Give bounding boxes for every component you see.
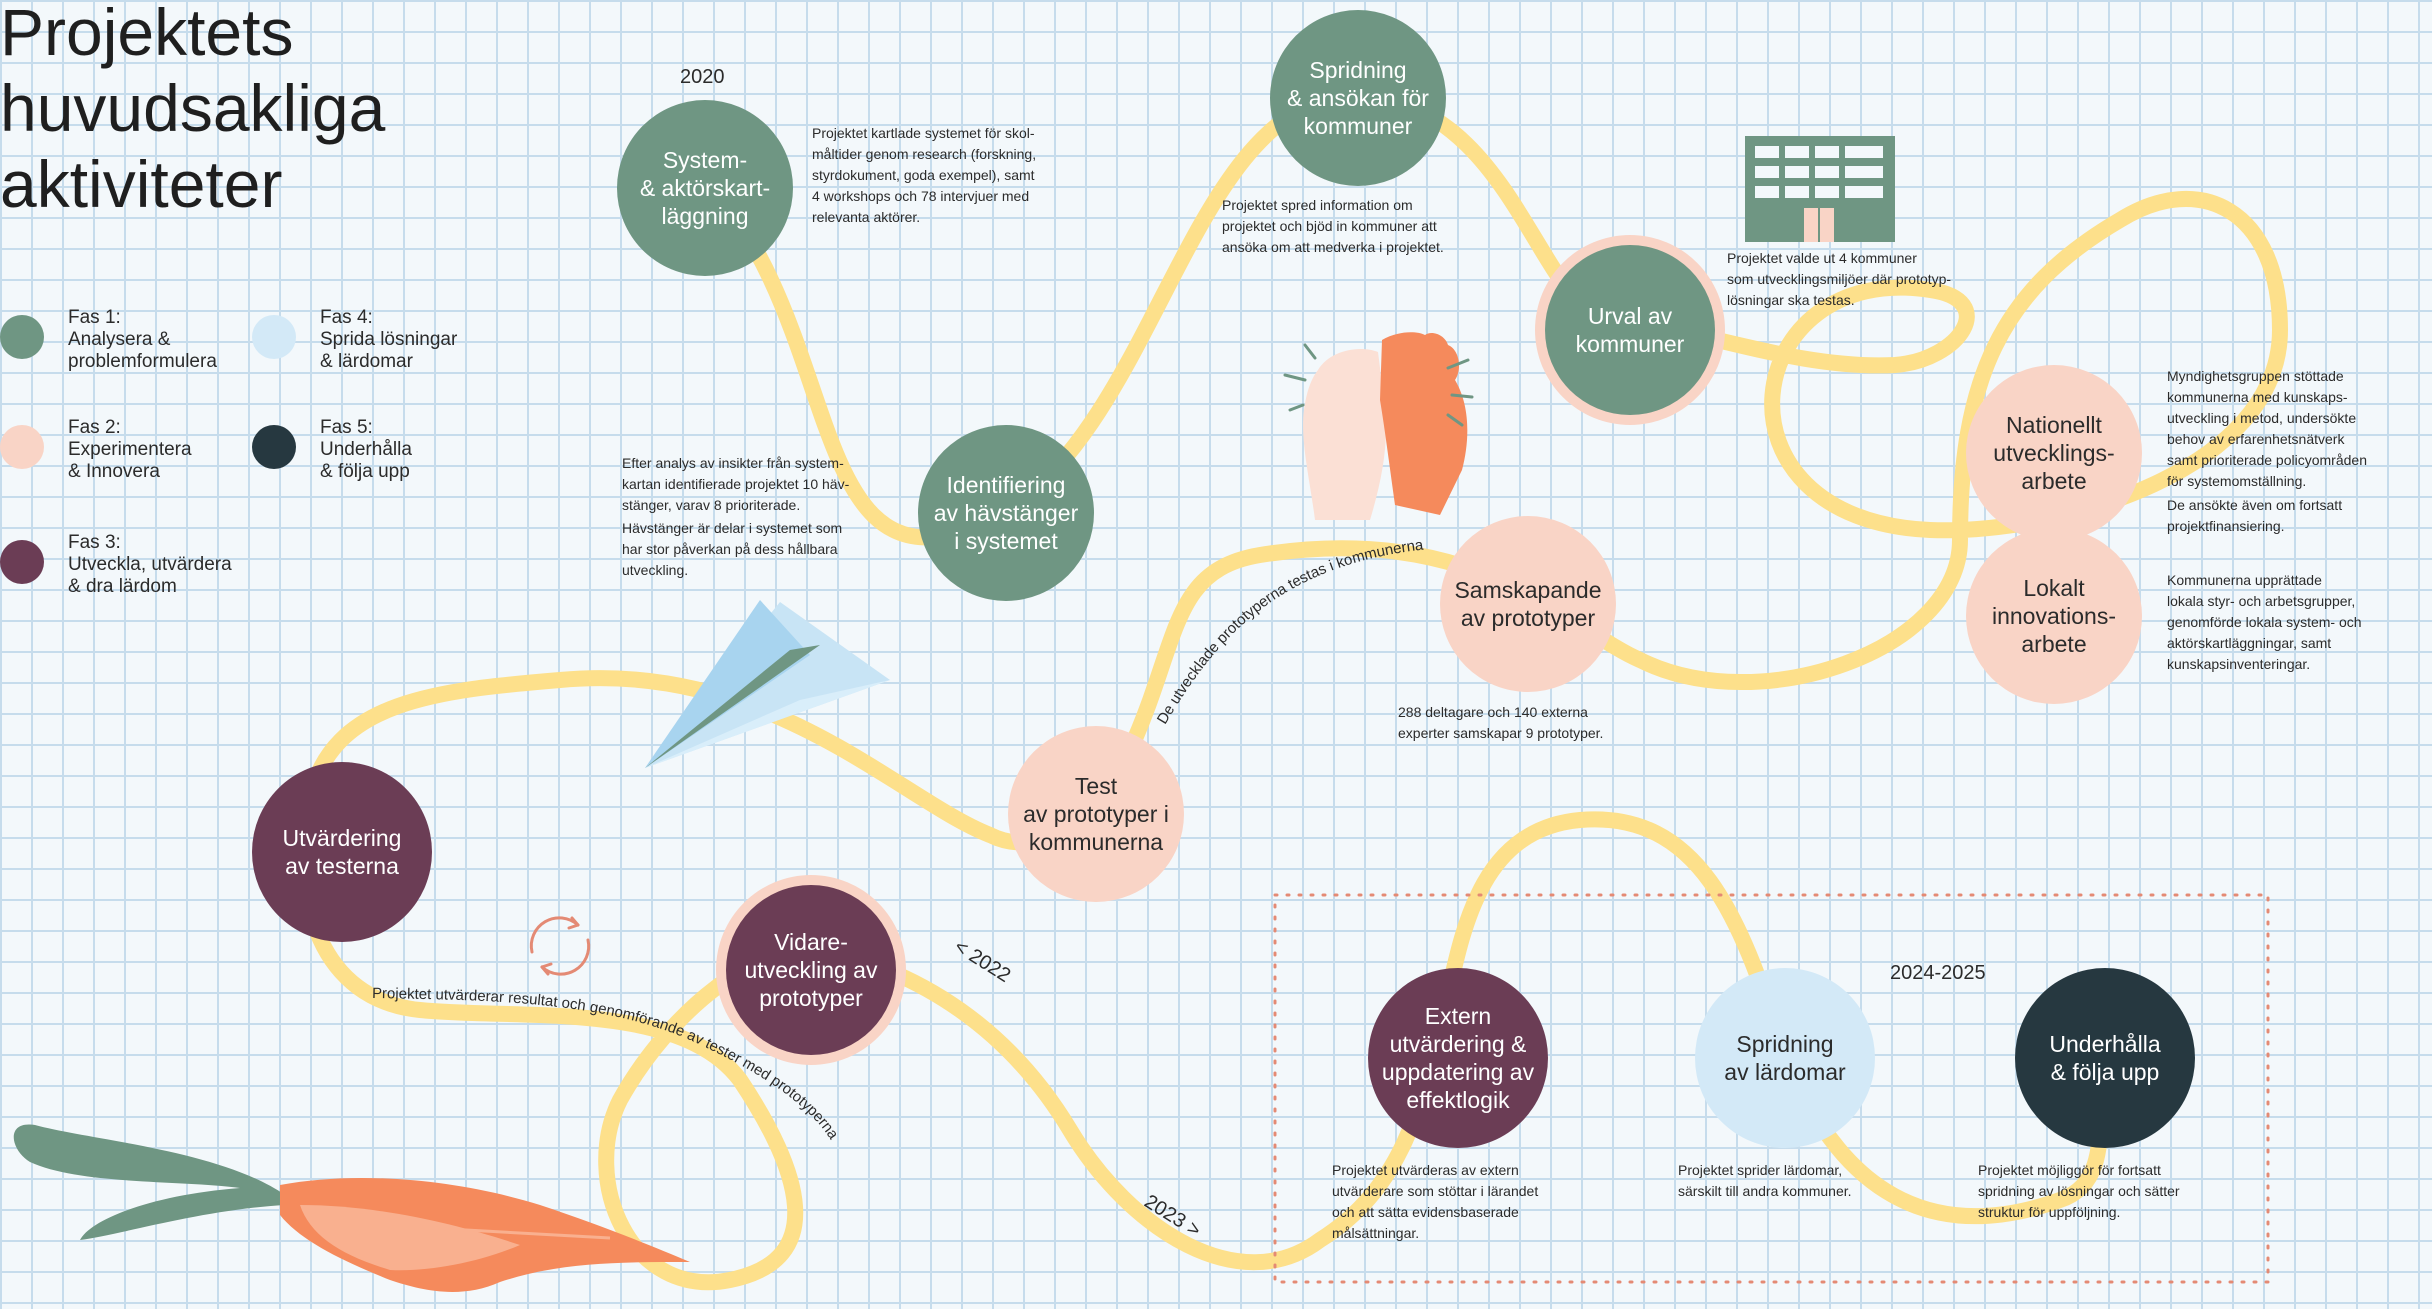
node-label: Lokalt innovations- arbete <box>1991 575 2117 657</box>
refresh-icon <box>529 916 591 976</box>
year-2024-2025: 2024-2025 <box>1890 962 1986 984</box>
node-label: Extern utvärdering & uppdatering av effe… <box>1381 1003 1535 1113</box>
node-label: Nationellt utvecklings- arbete <box>1993 412 2115 494</box>
building-icon <box>1745 136 1895 242</box>
year-2022: < 2022 <box>950 936 1014 987</box>
legend-label-phase-3: Fas 3: Utveckla, utvärdera & dra lärdom <box>68 532 232 597</box>
legend-label-phase-2: Fas 2: Experimentera & Innovera <box>68 417 192 482</box>
legend-item-phase-1: Fas 1: Analysera & problemformulera <box>0 307 217 373</box>
node-leverage-points: Identifiering av hävstänger i systemet <box>918 425 1094 601</box>
node-label: Spridning av lärdomar <box>1724 1031 1846 1085</box>
legend-item-phase-2: Fas 2: Experimentera & Innovera <box>0 417 192 483</box>
node-label: Vidare- utveckling av prototyper <box>744 929 878 1011</box>
year-2020: 2020 <box>680 66 725 88</box>
node-label: Samskapande av prototyper <box>1454 577 1602 631</box>
legend-swatch-phase-3 <box>0 540 44 584</box>
legend-swatch-phase-1 <box>0 315 44 359</box>
note-national-support: Myndighetsgruppen stöttade kommunerna me… <box>2167 368 2367 489</box>
dotted-frame-2024 <box>1273 893 2270 1284</box>
node-co-creation: Samskapande av prototyper <box>1440 516 1616 692</box>
legend-label-phase-4: Fas 4: Sprida lösningar & lärdomar <box>320 307 458 372</box>
curved-label-test-path: De utvecklade prototyperna testas i komm… <box>1154 536 1425 727</box>
node-label: Urval av kommuner <box>1575 303 1685 357</box>
node-system-mapping: System- & aktörskart- läggning <box>617 100 793 276</box>
note-maintain-follow-up: Projektet möjliggör för fortsatt spridni… <box>1978 1162 2180 1220</box>
legend-item-phase-3: Fas 3: Utveckla, utvärdera & dra lärdom <box>0 532 232 598</box>
legend-item-phase-4: Fas 4: Sprida lösningar & lärdomar <box>252 307 457 373</box>
legend-swatch-phase-4 <box>252 315 296 359</box>
note-local-innovation: Kommunerna upprättade lokala styr- och a… <box>2167 572 2362 672</box>
legend-swatch-phase-5 <box>252 425 296 469</box>
note-national-funding: De ansökte även om fortsatt projektfinan… <box>2167 497 2343 534</box>
node-spread-lessons: Spridning av lärdomar <box>1695 968 1875 1148</box>
note-outreach: Projektet spred information om projektet… <box>1222 197 1444 255</box>
page-title: Projektets huvudsakliga aktiviteter <box>0 0 386 221</box>
carrot-icon <box>13 1124 690 1292</box>
node-outreach-municipalities: Spridning & ansökan för kommuner <box>1270 10 1446 186</box>
node-label: Spridning & ansökan för kommuner <box>1287 57 1429 139</box>
node-prototype-testing: Test av prototyper i kommunerna <box>1008 726 1184 902</box>
paper-plane-icon <box>645 600 890 768</box>
note-spread-lessons: Projektet sprider lärdomar, särskilt til… <box>1678 1162 1852 1199</box>
node-label: Utvärdering av testerna <box>282 825 402 879</box>
legend-label-phase-1: Fas 1: Analysera & problemformulera <box>68 307 217 372</box>
note-co-creation: 288 deltagare och 140 externa experter s… <box>1398 704 1604 741</box>
note-leverage-definition: Hävstänger är delar i systemet som har s… <box>622 520 843 578</box>
node-label: Test av prototyper i kommunerna <box>1023 773 1169 855</box>
node-label: Underhålla & följa upp <box>2049 1031 2161 1085</box>
node-maintain-follow-up: Underhålla & följa upp <box>2015 968 2195 1148</box>
note-leverage-identified: Efter analys av insikter från system- ka… <box>622 455 850 513</box>
node-external-evaluation: Extern utvärdering & uppdatering av effe… <box>1368 968 1548 1148</box>
svg-text:De utvecklade prototyperna tes: De utvecklade prototyperna testas i komm… <box>1154 536 1425 727</box>
node-test-evaluation: Utvärdering av testerna <box>252 762 432 942</box>
note-selection: Projektet valde ut 4 kommuner som utveck… <box>1727 250 1952 308</box>
legend-item-phase-5: Fas 5: Underhålla & följa upp <box>252 417 412 483</box>
roadmap-path <box>296 86 2289 1291</box>
legend-swatch-phase-2 <box>0 425 44 469</box>
node-label: Identifiering av hävstänger i systemet <box>933 472 1079 554</box>
node-municipality-selection: Urval av kommuner <box>1545 245 1715 415</box>
legend-label-phase-5: Fas 5: Underhålla & följa upp <box>320 417 412 482</box>
node-further-development: Vidare- utveckling av prototyper <box>726 885 896 1055</box>
node-local-innovation: Lokalt innovations- arbete <box>1966 528 2142 704</box>
note-system-mapping: Projektet kartlade systemet för skol- må… <box>812 125 1037 225</box>
node-label: System- & aktörskart- läggning <box>639 147 771 229</box>
high-five-icon <box>1283 332 1474 520</box>
node-national-development: Nationellt utvecklings- arbete <box>1966 365 2142 541</box>
note-external-evaluation: Projektet utvärderas av extern utvärdera… <box>1332 1162 1539 1241</box>
